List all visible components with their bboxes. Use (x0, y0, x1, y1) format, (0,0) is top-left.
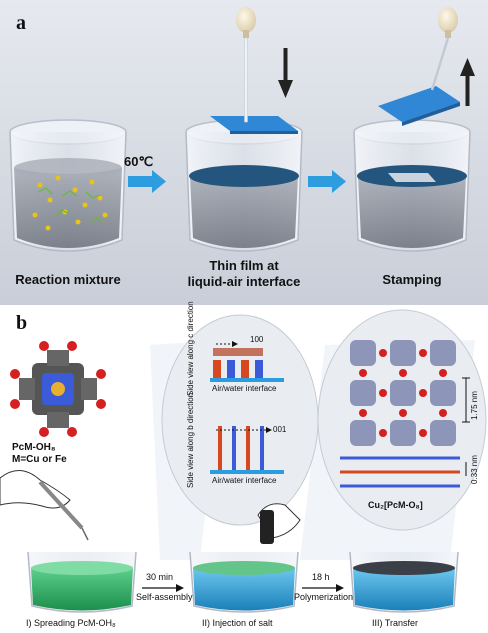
view-b-label: Side view along b direction (186, 392, 195, 488)
arrow-a1 (128, 170, 166, 193)
layer-stack (340, 456, 467, 488)
thin-film (189, 165, 299, 187)
panel-divider (0, 305, 488, 307)
dropper-2 (430, 7, 458, 91)
view-c-interface: Air/water interface (212, 384, 277, 393)
stamp-plate-down (210, 116, 298, 134)
stamp-plate-up (378, 86, 460, 126)
pore-spacing: 1.75 nm (470, 391, 479, 420)
beaker-stamping (353, 119, 471, 252)
film-gap (388, 173, 436, 182)
caption-reaction-mixture: Reaction mixture (15, 272, 121, 287)
beaker-thin-film (185, 119, 303, 252)
step-3: III) Transfer (372, 618, 419, 628)
arrow1-time: 30 min (146, 572, 174, 582)
panel-a-letter: a (16, 12, 26, 34)
arrow-b2 (302, 584, 344, 592)
caption-stamping: Stamping (382, 272, 442, 287)
arrow-b1 (142, 584, 184, 592)
dish-3 (349, 551, 459, 613)
view-c-label: Side view along c direction (186, 301, 195, 396)
beaker-reaction-mixture (9, 119, 127, 252)
layer-spacing: 0.33 nm (470, 455, 479, 484)
dish-2 (189, 551, 299, 613)
dropper-1 (236, 7, 256, 123)
arrow-down (278, 48, 293, 98)
caption-interface: liquid-air interface (187, 274, 301, 289)
arrow2-process: Polymerization (294, 592, 354, 602)
arrow1-process: Self-assembly (136, 592, 193, 602)
temperature-label: 60℃ (124, 154, 154, 169)
framework-lattice (350, 340, 470, 446)
view-b-interface: Air/water interface (212, 476, 277, 485)
hand-syringe (0, 470, 89, 541)
view-c-index: 100 (250, 335, 264, 344)
stack-view-c (210, 341, 284, 382)
panel-b-letter: b (16, 312, 28, 334)
glove-hand (257, 503, 301, 544)
arrow-a2 (308, 170, 346, 193)
step-2: II) Injection of salt (202, 618, 273, 628)
pcm-oh8-molecule (10, 341, 106, 437)
caption-thin-film: Thin film at (209, 258, 279, 273)
arrow2-time: 18 h (312, 572, 330, 582)
arrow-up (460, 58, 475, 106)
product-label: Cu₂[PcM-O₈] (368, 500, 423, 510)
molecule-name: PcM-OH₈ (12, 442, 56, 453)
stack-view-b (210, 426, 284, 474)
view-b-index: 001 (273, 425, 287, 434)
nanoparticles (32, 175, 108, 231)
dish-1 (27, 551, 137, 613)
step-1: I) Spreading PcM-OH₈ (26, 618, 116, 628)
metal-label: M=Cu or Fe (12, 454, 67, 465)
